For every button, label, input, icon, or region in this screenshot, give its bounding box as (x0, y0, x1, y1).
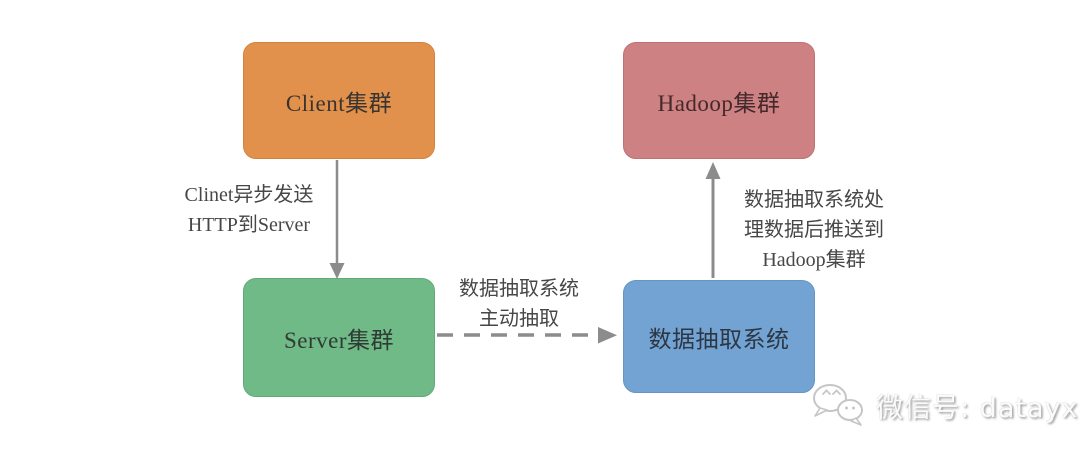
node-hadoop-cluster-label: Hadoop集群 (657, 90, 781, 116)
wechat-icon (813, 384, 863, 426)
node-server-cluster: Server集群 (243, 278, 435, 397)
node-server-cluster-label: Server集群 (283, 327, 395, 353)
node-hadoop-cluster: Hadoop集群 (623, 42, 815, 159)
edge-label-server-to-extractor: 数据抽取系统 主动抽取 (459, 278, 579, 330)
node-data-extraction-system-label: 数据抽取系统 (648, 326, 790, 352)
edge-label-extractor-to-hadoop: 数据抽取系统处 理数据后推送到 Hadoop集群 (744, 189, 884, 271)
node-client-cluster-label: Client集群 (285, 90, 393, 116)
edge-label-client-to-server: Clinet异步发送 HTTP到Server (184, 184, 314, 236)
watermark-text: 微信号: datayx (876, 392, 1079, 424)
node-client-cluster: Client集群 (243, 42, 435, 159)
watermark: 微信号: datayx (808, 380, 1078, 430)
node-data-extraction-system: 数据抽取系统 (623, 280, 815, 393)
